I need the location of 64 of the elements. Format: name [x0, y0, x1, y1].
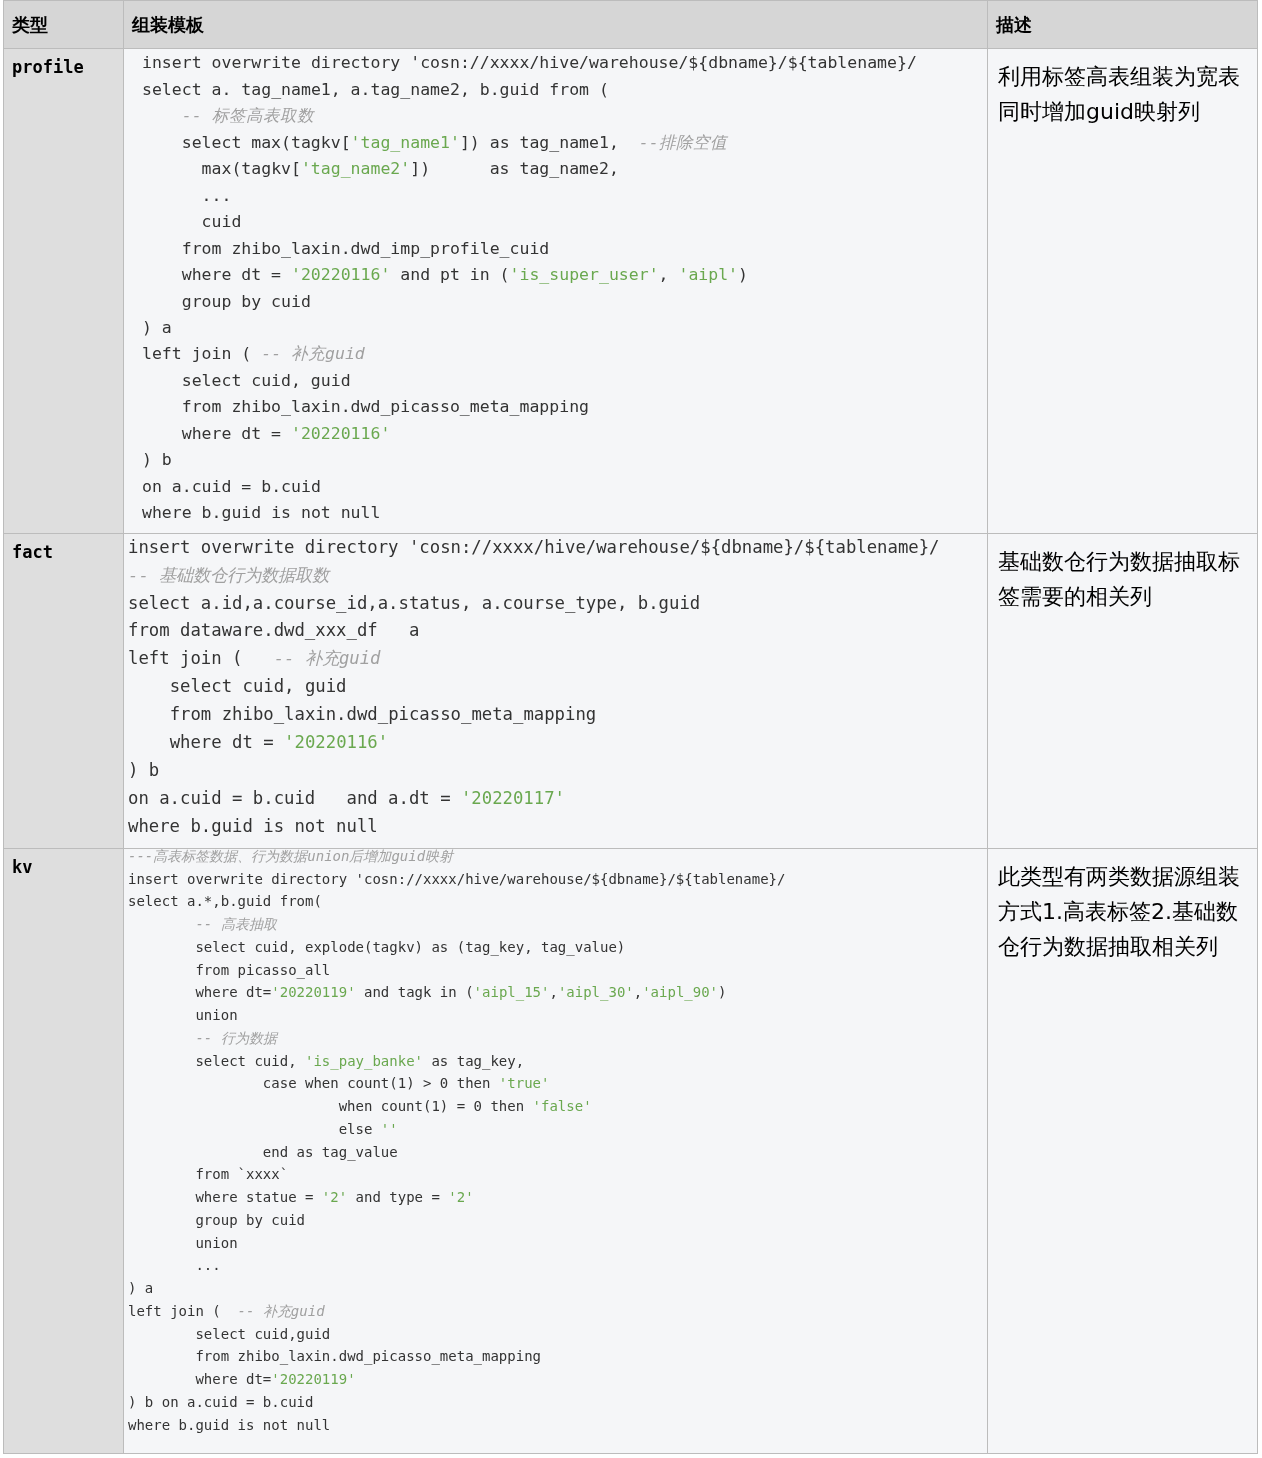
cell-text: 基础数仓行为数据抽取标签需要的相关列 — [998, 548, 1241, 611]
code-line: from `xxxx` — [195, 1165, 289, 1184]
code-line: from zhibo_laxin.dwd_imp_profile_cuid — [181, 237, 550, 259]
code-line: union — [195, 1233, 238, 1252]
code-line: -- 标签高表取数 — [181, 105, 314, 127]
code-line: else '' — [338, 1119, 398, 1138]
code-line: left join ( -- 补充guid — [128, 647, 381, 670]
code-line: insert overwrite directory 'cosn://xxxx/hive/warehouse/${dbname}/${tablename}/ — [128, 869, 786, 888]
cell-text: 利用标签高表组装为宽表同时增加guid映射列 — [998, 63, 1241, 126]
code-line: from dataware.dwd_xxx_df a — [128, 619, 420, 642]
code-line: where b.guid is not null — [142, 502, 381, 524]
type-cell: profile — [3, 48, 124, 534]
code-line: select a. tag_name1, a.tag_name2, b.guid from ( — [142, 78, 609, 100]
code-line: -- 高表抽取 — [195, 915, 277, 934]
code-line: ) b — [142, 449, 172, 471]
code-line: select cuid, guid — [169, 675, 347, 698]
code-line: case when count(1) > 0 then 'true' — [262, 1074, 550, 1093]
code-line: select cuid, explode(tagkv) as (tag_key, tag_value) — [195, 937, 626, 956]
code-line: end as tag_value — [262, 1142, 398, 1161]
code-line: ... — [201, 184, 232, 206]
code-line: left join ( -- 补充guid — [128, 1301, 325, 1320]
code-line: on a.cuid = b.cuid and a.dt = '20220117' — [128, 786, 565, 809]
code-line: group by cuid — [181, 290, 311, 312]
type-cell: fact — [3, 533, 124, 849]
code-line: where dt = '20220116' — [169, 731, 389, 754]
code-line: where statue = '2' and type = '2' — [195, 1188, 474, 1207]
code-line: cuid — [201, 211, 242, 233]
code-line: select a.id,a.course_id,a.status, a.course_type, b.guid — [128, 591, 701, 614]
code-line: group by cuid — [195, 1210, 305, 1229]
code-line: where b.guid is not null — [128, 814, 378, 837]
code-line: ... — [195, 1256, 221, 1275]
code-line: ) a — [128, 1279, 154, 1298]
code-line: ) b — [128, 758, 160, 781]
code-line: select cuid, 'is_pay_banke' as tag_key, — [195, 1051, 525, 1070]
header-cell: 组装模板 — [123, 0, 988, 49]
code-line: on a.cuid = b.cuid — [142, 475, 321, 497]
code-line: -- 基础数仓行为数据取数 — [128, 563, 330, 586]
code-line: where dt = '20220116' — [181, 422, 391, 444]
code-line: ) b on a.cuid = b.cuid — [128, 1392, 314, 1411]
code-line: select a.*,b.guid from( — [128, 892, 322, 911]
code-line: max(tagkv['tag_name2']) as tag_name2, — [201, 158, 619, 180]
type-cell: kv — [3, 848, 124, 1454]
code-line: select max(tagkv['tag_name1']) as tag_name1, --排除空值 — [181, 131, 727, 153]
code-line: from zhibo_laxin.dwd_picasso_meta_mapping — [169, 703, 597, 726]
code-line: left join ( -- 补充guid — [142, 343, 365, 365]
code-line: select cuid, guid — [181, 369, 351, 391]
cell-text: 此类型有两类数据源组装方式1.高表标签2.基础数仓行为数据抽取相关列 — [998, 863, 1241, 961]
code-line: from zhibo_laxin.dwd_picasso_meta_mapping — [181, 396, 589, 418]
code-line: where dt='20220119' and tagk in ('aipl_15','aipl_30','aipl_90') — [195, 983, 727, 1002]
code-line: where dt = '20220116' and pt in ('is_super_user', 'aipl') — [181, 264, 748, 286]
code-line: ---高表标签数据、行为数据union后增加guid映射 — [128, 849, 454, 865]
code-line: where dt='20220119' — [195, 1370, 356, 1389]
code-line: where b.guid is not null — [128, 1415, 331, 1434]
code-line: from picasso_all — [195, 960, 331, 979]
code-line: insert overwrite directory 'cosn://xxxx/hive/warehouse/${dbname}/${tablename}/ — [142, 52, 917, 74]
code-line: insert overwrite directory 'cosn://xxxx/hive/warehouse/${dbname}/${tablename}/ — [128, 535, 940, 558]
code-line: select cuid,guid — [195, 1324, 331, 1343]
header-cell: 描述 — [987, 0, 1258, 49]
code-line: when count(1) = 0 then 'false' — [338, 1097, 592, 1116]
code-line: from zhibo_laxin.dwd_picasso_meta_mapping — [195, 1347, 541, 1366]
code-line: union — [195, 1006, 238, 1025]
code-line: ) a — [142, 316, 172, 338]
header-cell: 类型 — [3, 0, 124, 49]
code-line: -- 行为数据 — [195, 1028, 277, 1047]
